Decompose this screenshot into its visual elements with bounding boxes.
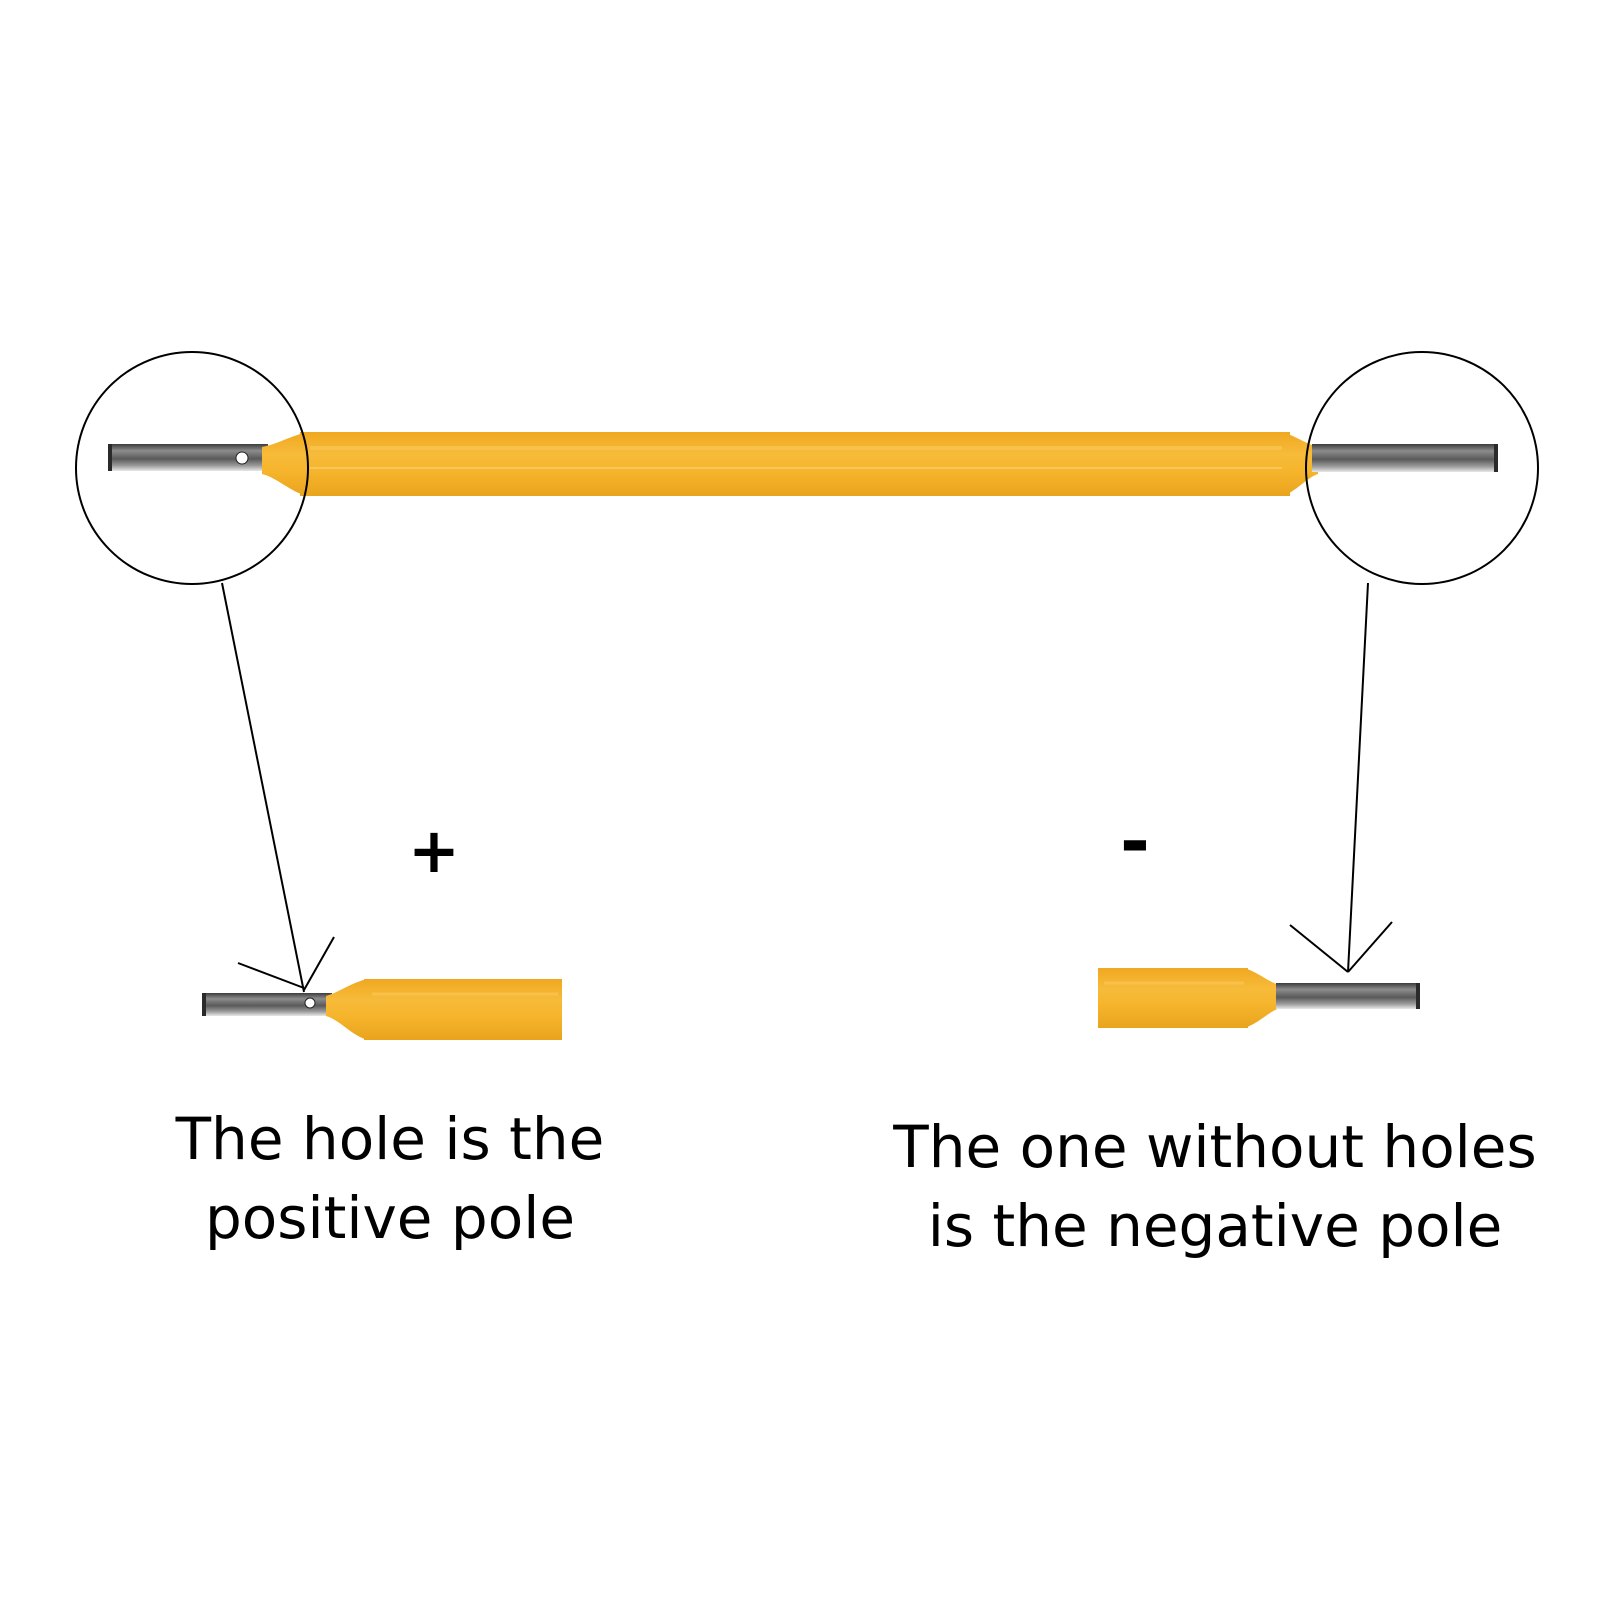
negative-sign: - [1120, 799, 1150, 883]
right-arrowhead-b [1347, 921, 1393, 973]
positive-caption-line2: positive pole [204, 1183, 576, 1252]
positive-sign: + [408, 814, 460, 887]
positive-closeup-lead [202, 993, 332, 1016]
right-metal-lead [1312, 444, 1498, 472]
positive-caption-line1: The hole is the [175, 1105, 605, 1173]
positive-closeup-hole-icon [304, 997, 316, 1009]
positive-closeup-body [364, 979, 562, 1040]
left-arrowhead-a [237, 962, 305, 989]
right-arrowhead-a [1289, 924, 1349, 973]
left-arrowhead-b [303, 936, 335, 991]
left-magnifier-circle [75, 351, 309, 585]
right-taper [1282, 432, 1318, 496]
right-magnifier-circle [1305, 351, 1539, 585]
right-lead-edge [1494, 444, 1498, 472]
positive-closeup-lead-edge [202, 993, 206, 1016]
left-pointer-arrow [221, 582, 335, 993]
positive-pole-caption: The hole is the positive pole [130, 1100, 650, 1258]
left-taper [262, 432, 308, 496]
positive-end-closeup [202, 979, 562, 1040]
negative-closeup-taper [1244, 968, 1280, 1028]
negative-closeup-body [1098, 968, 1248, 1028]
negative-caption-line1: The one without holes [893, 1113, 1537, 1181]
negative-caption-line2: is the negative pole [927, 1191, 1503, 1260]
full-filament [108, 432, 1498, 496]
negative-end-closeup [1098, 968, 1420, 1028]
negative-closeup-lead-edge [1416, 983, 1420, 1009]
negative-closeup-lead [1276, 983, 1420, 1009]
left-lead-edge [108, 444, 112, 471]
negative-pole-caption: The one without holes is the negative po… [870, 1108, 1560, 1266]
positive-hole-icon [235, 451, 249, 465]
filament-body [300, 432, 1290, 496]
right-pointer-arrow [1289, 582, 1393, 973]
positive-closeup-taper [326, 979, 368, 1040]
